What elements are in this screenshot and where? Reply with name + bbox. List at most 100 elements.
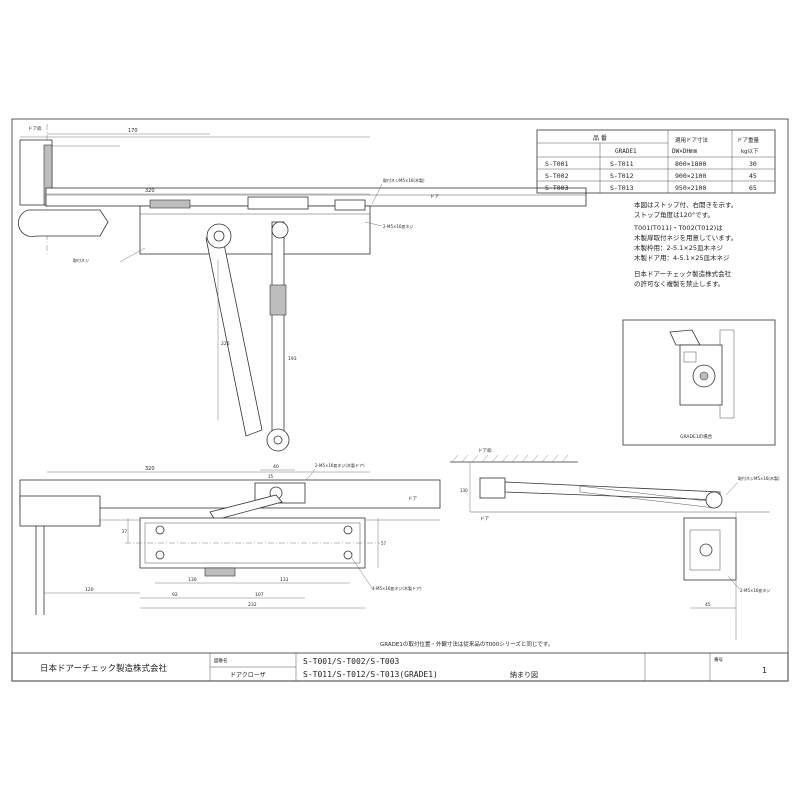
plan-view: 170 ドア枠 320 ドア 取付ネジM5×16(木製) 2-M5×16皿ネジ … [18,124,587,452]
note-line-6: 木製ドア用：4-5.1×25皿木ネジ [634,253,730,262]
note-line-3: T001(T011)・T002(T012)は [633,224,723,232]
front-dim-232: 232 [248,602,257,608]
title-drawing-type: 納まり図 [510,670,538,679]
arm-joint-bottom [266,428,290,452]
inset-gauge [692,364,716,388]
title-sheet-label: 番号 [714,656,723,663]
screw-leader-plan-2 [364,221,383,227]
front-frame-block [19,495,101,527]
dim-320-text: 320 [145,188,155,194]
spec-table: 品 番 GRADE1 適用ドア寸法 DW×DHmm ドア重量 kg以下 S-T0… [536,129,776,194]
title-block: 日本ドアーチェック製造株式会社 図番名 ドアクローザ S-T001/S-T002… [11,652,789,682]
main-arm [205,233,263,437]
front-dim-130: 130 [188,577,197,583]
table-row-1-size: 800×1800 [675,160,706,168]
front-dim-131: 131 [280,577,289,583]
table-row-3-size: 950×2100 [675,184,706,192]
note-line-4: 木製扉取付ネジを用意しています。 [634,233,737,242]
note-line-1: 本図はストップ付、右開きを示す。 [634,200,737,209]
inset-arm [669,329,701,346]
hinge-shape [18,209,109,237]
table-row-2-size: 900×2100 [675,172,706,180]
title-model-line-2: S-T011/S-T012/S-T013(GRADE1) [303,670,438,679]
front-dim-120: 120 [85,587,94,593]
closer-body-plan [139,205,371,255]
front-view: 320 40 2-M5×16皿ネジ(木製ドア) ドア 130 131 92 [19,462,441,615]
side-arm [504,481,721,501]
front-dim-320: 320 [145,466,155,472]
side-door-label: ドア [480,516,489,522]
table-header-model: 品 番 [593,135,607,142]
front-valve [204,567,236,577]
table-row-3-grade: S-T013 [610,184,634,192]
front-dim-40: 40 [273,464,279,470]
table-row-2-weight: 45 [749,172,757,180]
inset-frame [622,319,776,446]
table-row-1-grade: S-T011 [610,160,634,168]
front-dim-57: 57 [381,541,387,546]
side-dim-45: 45 [705,602,711,608]
side-closer-inner [689,529,721,571]
company-name: 日本ドアーチェック製造株式会社 [40,663,167,674]
table-row-1-model: S-T001 [545,160,569,168]
front-dim-92: 92 [172,592,178,598]
forearm-adjuster [269,284,287,316]
inset-gauge-inner [699,371,709,381]
screw-label-plan-2: 2-M5×16皿ネジ [383,223,413,229]
dim-193-text: 193 [288,356,297,362]
table-row-2-model: S-T002 [545,172,569,180]
notes-block: 本図はストップ付、右開きを示す。 ストップ角度は120°です。 T001(T01… [633,200,737,288]
table-row-1-weight: 30 [749,160,757,168]
inset-valve [683,351,697,363]
side-frame-label: ドア枠 [478,447,492,454]
table-header-weight-1: ドア重量 [737,136,760,144]
frame-label: ドア枠 [28,125,42,132]
caution-line-1: 日本ドアーチェック製造株式会社 [634,269,732,278]
side-closer-body [683,517,737,581]
title-model-line-1: S-T001/S-T002/S-T003 [303,657,400,666]
front-dim-107: 107 [255,592,264,598]
caution-line-2: の許可なく複製を禁止します。 [634,279,724,288]
side-view: ドア枠 ドア 45 130 取付ネジM5×16(木製) 2-M5×16皿ネジ [450,447,780,640]
front-dim-15: 15 [268,474,274,479]
title-sheet-value: 1 [762,666,767,675]
side-bracket [479,477,506,499]
arm-joint-bottom-inner [273,435,283,445]
front-screw-label: 2-M5×16皿ネジ(木製ドア) [315,462,365,468]
screw-leader-plan [371,183,383,205]
table-header-weight-2: kg以下 [741,148,759,155]
side-screw-label: 取付ネジM5×16(木製) [738,475,780,481]
bracket-plate-3 [334,199,366,211]
side-adjust-valve [699,543,713,557]
side-ceiling-hatch [451,454,569,463]
inset-caption: GRADE1の場合 [680,433,713,440]
arm-pivot-top-inner [213,230,225,242]
table-header-grade: GRADE1 [615,148,637,155]
footer-note: GRADE1の取付位置・外観寸法は従来品のT000シリーズと同じです。 [380,640,553,648]
door-label-plan: ドア [430,194,439,200]
forearm [271,221,285,433]
bracket-plate [149,199,191,209]
bracket-plate-2 [247,196,309,210]
title-product-label: ドアクローザ [230,672,266,679]
dim-225-text: 225 [221,341,230,347]
front-bolt-label: 4-M5×16皿ネジ(木製ドア) [372,585,422,591]
front-dim-27: 27 [122,529,128,534]
table-header-size-1: 適用ドア寸法 [675,136,709,144]
table-row-3-model: S-T003 [545,184,569,192]
front-bolt-leader [351,557,373,589]
title-name-label: 図番名 [214,657,228,664]
note-line-2: ストップ角度は120°です。 [634,210,714,219]
front-bolt-3 [343,525,353,535]
grade1-inset: GRADE1の場合 [622,319,776,446]
arm-note-label: 取付ネジ [73,257,89,263]
front-bolt-2 [155,550,165,560]
screw-label-plan: 取付ネジM5×16(木製) [383,177,425,183]
side-arm-pivot [705,491,723,509]
front-bolt-1 [155,525,165,535]
forearm-pivot-top [271,221,289,239]
arm-pivot-top [206,223,232,249]
door-leaf-plan [45,187,587,207]
front-door-label: ドア [408,496,417,502]
